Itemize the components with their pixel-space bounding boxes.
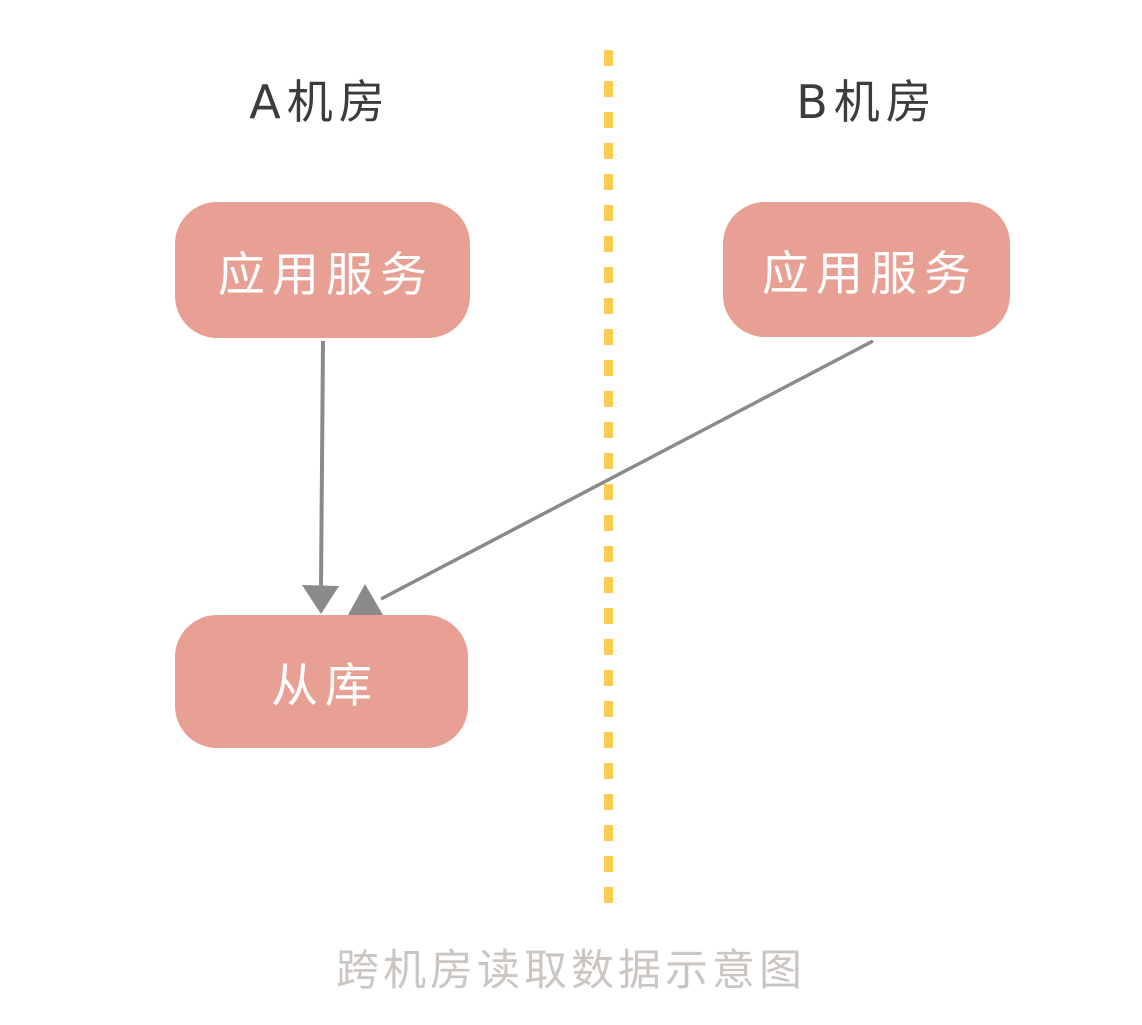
node-app-service-b-label: 应用服务 [762, 247, 978, 302]
arrowhead-down-icon [302, 585, 339, 614]
connector-app-a-to-slave [302, 340, 339, 614]
node-app-service-a: 应用服务 [175, 202, 470, 338]
node-app-service-b: 应用服务 [723, 202, 1010, 337]
zone-label-a: A机房 [249, 75, 391, 129]
diagram-caption: 跨机房读取数据示意图 [336, 946, 806, 996]
node-slave-db: 从库 [175, 615, 468, 748]
node-slave-db-label: 从库 [271, 659, 379, 714]
node-app-service-a-label: 应用服务 [218, 247, 434, 303]
zone-label-b: B机房 [796, 75, 938, 129]
zone-divider-dashed-line [604, 50, 613, 907]
arrowhead-up-icon [348, 584, 383, 615]
